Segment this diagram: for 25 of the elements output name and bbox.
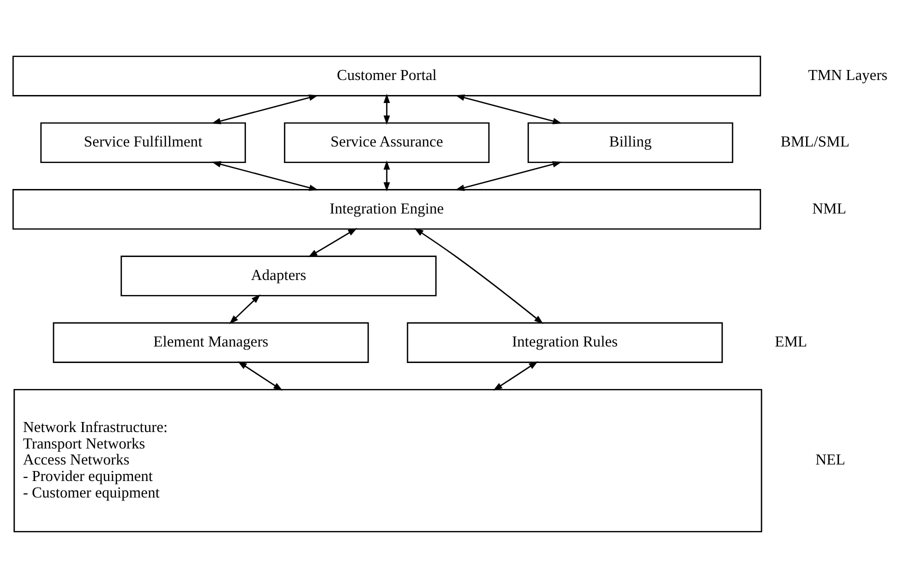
label: BML/SML [780, 133, 850, 150]
node-box: Integration Engine [12, 188, 762, 230]
label: NML [812, 200, 846, 217]
arrow [455, 94, 562, 124]
node-box: Integration Rules [406, 322, 723, 362]
arrow [455, 160, 562, 190]
label: TMN Layers [808, 66, 888, 84]
node-box: Billing [528, 122, 734, 162]
arrow [212, 94, 318, 124]
arrow [493, 360, 538, 390]
arrow [308, 228, 358, 257]
arrow [384, 93, 390, 124]
arrow [384, 160, 390, 191]
node-box: Service Assurance [284, 122, 490, 162]
label: EML [774, 333, 808, 350]
arrow [229, 294, 260, 324]
node-box: Service Fulfillment [40, 122, 246, 162]
node-box: Network Infrastructure: Transport Networks Access Networks - Provider equipment - Customer equipment [14, 388, 762, 532]
arrow [212, 160, 318, 190]
node-box: Customer Portal [12, 55, 762, 96]
node-box: Element Managers [52, 322, 369, 362]
node-box: Adapters [120, 255, 437, 296]
arrow [238, 360, 283, 390]
label: NEL [815, 451, 846, 468]
arrow [414, 228, 544, 324]
